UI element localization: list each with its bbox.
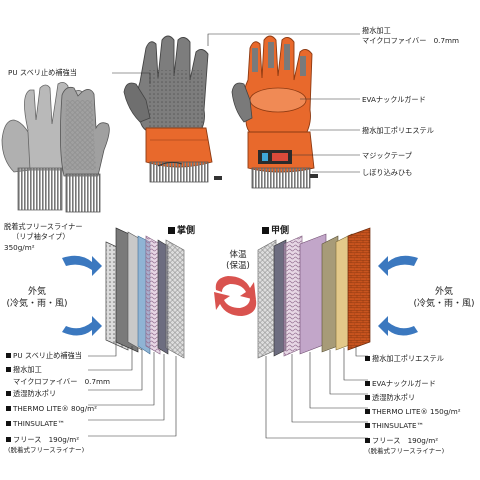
header-back-side: 甲側 [262, 223, 289, 236]
outside-air-label-left: 外気 (冷気・雨・風) [6, 287, 68, 310]
bullet-icon [365, 423, 370, 428]
header-palm-side: 掌側 [168, 223, 195, 236]
palm-layer-label: THINSULATE™ [13, 419, 65, 428]
palm-side-glove [123, 35, 222, 183]
palm-layer-label: 撥水加工 [13, 365, 42, 374]
header-square-icon [168, 227, 175, 234]
label-eva-top: EVAナックルガード [362, 95, 426, 104]
outside-air-label-right: 外気 (冷気・雨・風) [413, 287, 475, 310]
back-layer-label: THERMO LITE® 150g/m² [372, 407, 461, 416]
header-back-text: 甲側 [271, 226, 290, 236]
back-leader-lines [265, 346, 368, 439]
back-side-glove [231, 35, 318, 189]
label-magic-tape: マジックテープ [362, 151, 412, 160]
bullet-icon [365, 356, 370, 361]
bullet-icon [6, 391, 11, 396]
bullet-icon [365, 381, 370, 386]
back-layer-label: EVAナックルガード [372, 379, 436, 388]
bullet-icon [6, 406, 11, 411]
label-liner-3: 350g/m² [4, 243, 35, 252]
back-layers-stack [257, 227, 371, 359]
back-layer-label: フリース 190g/m² [372, 436, 439, 445]
back-layer-label: 透湿防水ポリ [372, 393, 416, 402]
bullet-icon [365, 409, 370, 414]
header-palm-text: 掌側 [177, 226, 196, 236]
label-polyester-top: 撥水加工ポリエステル [362, 126, 434, 135]
bullet-icon [365, 395, 370, 400]
fleece-liner-glove [1, 82, 110, 213]
bullet-icon [6, 353, 11, 358]
palm-layers-stack [105, 227, 185, 359]
bullet-icon [6, 437, 11, 442]
header-square-icon [262, 227, 269, 234]
label-liner-1: 脱着式フリースライナー [4, 222, 83, 231]
palm-layer-label: 透湿防水ポリ [13, 389, 57, 398]
back-layer-sublabel: (脱着式フリースライナー) [368, 447, 445, 455]
label-microfiber-top: マイクロファイバー 0.7mm [362, 36, 460, 45]
label-liner-2: （リブ袖タイプ） [12, 232, 70, 241]
back-layer-label: 撥水加工ポリエステル [372, 354, 444, 363]
palm-layer-label: PU スベリ止め補強当 [13, 351, 82, 360]
palm-layer-sublabel: (脱着式フリースライナー) [8, 446, 85, 454]
bullet-icon [6, 367, 11, 372]
body-heat-label: 体温 (保温) [226, 250, 250, 272]
label-drawstring: しぼり込みひも [362, 168, 413, 177]
top-leader-lines [112, 33, 360, 173]
label-water-repellent-top: 撥水加工 [362, 26, 391, 35]
outside-air-arrows-left [62, 255, 102, 336]
body-heat-arrows [214, 276, 257, 316]
label-pu-grip: PU スベリ止め補強当 [8, 68, 77, 77]
bullet-icon [6, 421, 11, 426]
palm-layer-label: THERMO LITE® 80g/m² [13, 404, 98, 413]
palm-layer-sublabel: マイクロファイバー 0.7mm [13, 377, 111, 386]
outside-air-arrows-right [378, 255, 418, 336]
palm-leader-lines [88, 340, 177, 437]
back-layer-label: THINSULATE™ [372, 421, 424, 430]
palm-layer-label: フリース 190g/m² [13, 435, 80, 444]
bullet-icon [365, 438, 370, 443]
